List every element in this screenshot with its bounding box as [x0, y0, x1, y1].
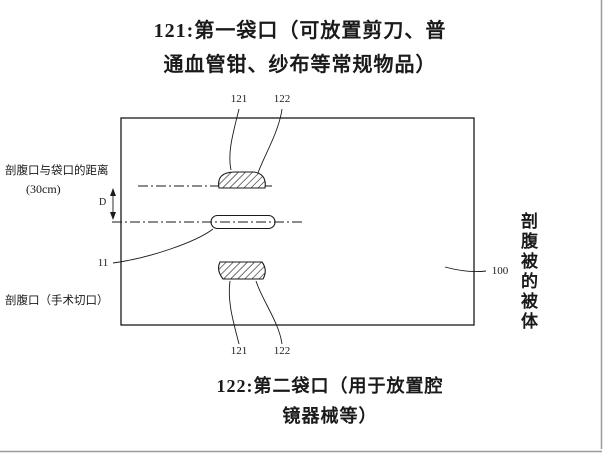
leader-bottom-122: [255, 280, 283, 345]
ref-top-121: 121: [230, 93, 248, 105]
leader-top-122: [257, 108, 283, 174]
dimension-d-label: D: [99, 197, 107, 208]
drape-body-vertical-label: 剖腹被的被体: [518, 212, 537, 332]
incision-label: 剖腹口（手术切口）: [5, 295, 109, 307]
figure-caption-line2: 镜器械等）: [282, 406, 378, 426]
top-pocket-hatch: [218, 171, 266, 189]
leader-bottom-121: [228, 280, 240, 345]
figure-title-line2: 通血管钳、纱布等常规物品）: [163, 54, 437, 76]
leader-top-121: [229, 108, 240, 171]
ref-bottom-122: 122: [273, 345, 291, 357]
ref-incision-11: 11: [97, 257, 109, 269]
drape-body-outline: [120, 117, 475, 326]
ref-top-122: 122: [273, 93, 291, 105]
ref-bottom-121: 121: [230, 345, 248, 357]
ref-drape-100: 100: [491, 265, 509, 277]
figure-caption-line1: 122:第二袋口（用于放置腔: [216, 376, 444, 396]
distance-value: (30cm): [26, 182, 61, 196]
figure-title-line1: 121:第一袋口（可放置剪刀、普: [153, 20, 447, 42]
leader-incision-11: [112, 228, 214, 264]
dimension-arrow-d: [110, 188, 116, 220]
distance-label: 剖腹口与袋口的距离: [5, 165, 109, 177]
bottom-pocket-hatch: [217, 261, 266, 280]
leader-drape-100: [444, 266, 487, 273]
